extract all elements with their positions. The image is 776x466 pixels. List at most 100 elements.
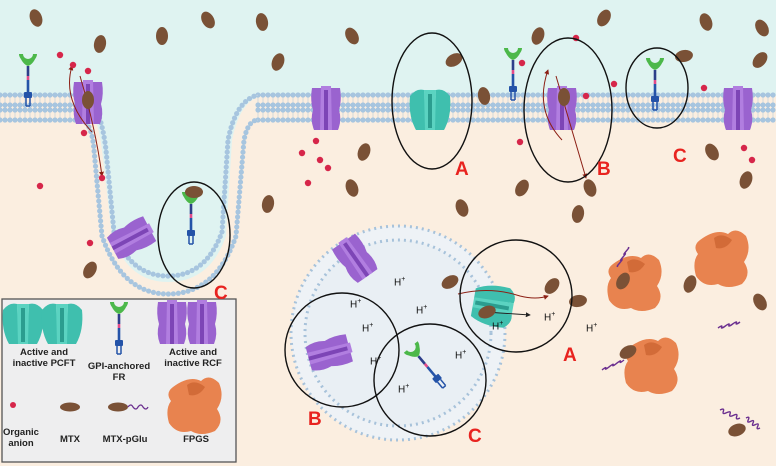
highlight-ellipse xyxy=(523,37,613,183)
mtx-molecule xyxy=(755,19,769,37)
organic-anion xyxy=(86,239,94,247)
legend-rcf-label: Active and inactive RCF xyxy=(164,347,222,369)
pcft-active-icon xyxy=(2,303,44,344)
organic-anion xyxy=(582,92,590,100)
mtx-molecule xyxy=(569,294,587,308)
organic-anion xyxy=(69,61,77,69)
pcft-transporter xyxy=(409,89,451,130)
mtx-molecule xyxy=(345,27,359,45)
molecules-layer xyxy=(29,9,769,437)
mtx-molecule xyxy=(683,275,697,293)
mtx-icon xyxy=(60,402,80,412)
organic-anion xyxy=(748,156,756,164)
mtx-molecule xyxy=(583,179,597,197)
site-label-a: A xyxy=(455,159,469,180)
pglu-tail-icon xyxy=(127,404,149,410)
mtx-pglu-icon xyxy=(108,402,128,412)
mtx-molecule xyxy=(29,9,43,27)
mtx-molecule xyxy=(477,87,491,105)
highlight-ellipse xyxy=(373,323,487,437)
organic-anion-icon xyxy=(10,402,16,408)
highlight-ellipse xyxy=(157,181,231,289)
mtx-molecule xyxy=(558,88,570,106)
mtx-molecule xyxy=(739,171,753,189)
organic-anion xyxy=(312,137,320,145)
mtx-molecule xyxy=(616,272,630,290)
legend-pcft-label: Active and inactive PCFT xyxy=(12,347,76,369)
proton-label: H+ xyxy=(416,304,428,317)
mtx-molecule xyxy=(345,179,359,197)
proton-label: H+ xyxy=(492,320,504,333)
mtx-molecule xyxy=(201,11,215,29)
rcf-inactive-icon xyxy=(187,300,217,344)
proton-label: H+ xyxy=(398,383,410,396)
organic-anion xyxy=(304,179,312,187)
proton-label: H+ xyxy=(544,311,556,324)
highlight-ellipse xyxy=(284,292,400,408)
rcf-transporter xyxy=(723,86,753,130)
pglu-tail xyxy=(616,246,630,268)
pcft-inactive-icon xyxy=(41,303,83,344)
proton-label: H+ xyxy=(394,276,406,289)
mtx-molecule xyxy=(93,35,107,53)
organic-anion xyxy=(516,138,524,146)
mtx-molecule xyxy=(478,305,496,319)
mtx-molecule xyxy=(544,278,560,294)
organic-anion xyxy=(740,144,748,152)
site-label-c: C xyxy=(468,426,482,447)
extracellular-space xyxy=(0,0,776,282)
organic-anion xyxy=(610,80,618,88)
legend-mtx-label: MTX xyxy=(59,434,81,445)
mtx-molecule xyxy=(271,53,285,71)
mtx-molecule xyxy=(705,143,719,161)
organic-anion xyxy=(518,59,526,67)
fpgs-enzyme xyxy=(607,254,662,311)
mtx-molecule xyxy=(699,13,713,31)
legend-fpgs-label: FPGS xyxy=(183,434,209,445)
site-label-b: B xyxy=(597,159,611,180)
highlight-ellipse xyxy=(625,47,689,129)
highlight-circles xyxy=(157,32,689,437)
legend-anion-label: Organic anion xyxy=(3,427,39,449)
mtx-molecule xyxy=(531,27,545,45)
site-label-b: B xyxy=(308,409,322,430)
organic-anion xyxy=(700,84,708,92)
organic-anion xyxy=(84,67,92,75)
mtx-molecule xyxy=(752,52,768,68)
rcf-active-icon xyxy=(157,300,187,344)
fpgs-enzyme xyxy=(694,230,749,287)
legend-mtx-pglu-label: MTX-pGlu xyxy=(102,434,148,445)
mtx-molecule xyxy=(83,261,97,279)
proton-label: H+ xyxy=(362,322,374,335)
mtx-molecule xyxy=(357,143,371,161)
mtx-molecule xyxy=(675,49,693,63)
mtx-molecule xyxy=(753,293,767,311)
mtx-molecule xyxy=(156,27,168,45)
mtx-molecule xyxy=(82,91,94,109)
mtx-molecule xyxy=(441,275,459,289)
mtx-molecule xyxy=(571,205,585,223)
endosome xyxy=(289,224,507,442)
organic-anion xyxy=(324,164,332,172)
highlight-ellipse xyxy=(391,32,473,170)
organic-anion xyxy=(298,149,306,157)
pglu-tail xyxy=(717,321,741,329)
mtx-molecule xyxy=(619,345,637,359)
organic-anion xyxy=(316,156,324,164)
site-label-a: A xyxy=(563,345,577,366)
highlight-ellipse xyxy=(459,239,573,353)
plasma-membrane xyxy=(0,92,776,297)
legend-fr-label: GPI-anchored FR xyxy=(87,361,151,383)
mtx-molecule xyxy=(597,9,611,27)
transport-arrows xyxy=(68,65,588,300)
mtx-molecule xyxy=(261,195,275,213)
mtx-molecule xyxy=(728,423,746,437)
site-label-c: C xyxy=(673,146,687,167)
legend-panel xyxy=(1,298,237,463)
proton-label: H+ xyxy=(586,322,598,335)
organic-anion xyxy=(98,174,106,182)
site-label-c: C xyxy=(214,283,228,304)
mtx-molecule xyxy=(455,199,469,217)
